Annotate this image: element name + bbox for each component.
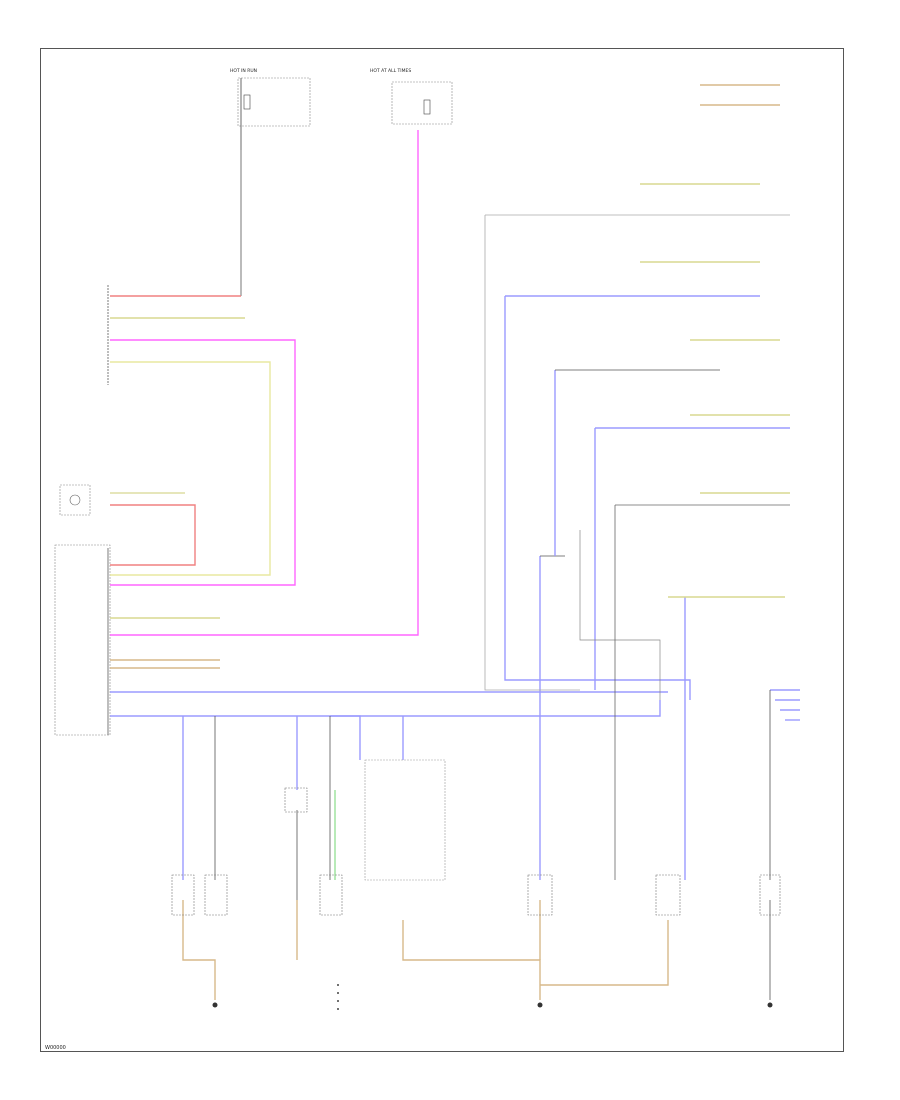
cigarette-lighter [655,874,681,916]
wire-tan-5 [540,920,669,986]
lamp-component-1 [171,874,195,916]
wire-gray-2 [579,530,661,700]
lamp-component-4 [527,874,553,916]
lamp-component-3 [319,874,343,916]
fuse-icon [243,94,251,110]
left-switch-module [54,285,111,736]
control-unit-component [364,759,446,881]
wire-pink-long [110,130,419,636]
ground-icon [212,1002,218,1008]
wire-tan-ground-1 [182,900,216,1000]
fuse-icon [423,99,431,115]
switch-component [284,787,308,813]
fuse-block-right: HOT AT ALL TIMES [370,68,453,125]
ground-icon [767,1002,773,1008]
wire-blue-2 [110,700,661,717]
lamp-component-2 [204,874,228,916]
wire-blue-4 [330,715,361,760]
fuse-block-left: HOT IN RUN [230,68,311,150]
fuse-top-label: HOT AT ALL TIMES [370,68,411,74]
hazard-switch-icon [59,484,91,516]
ground-icon [537,1002,543,1008]
wire-gray-1 [484,215,580,691]
lamp-component-5 [759,874,781,916]
fuse-top-label: HOT IN RUN [230,68,257,74]
diagram-id: W00000 [45,1045,66,1051]
diagram-border [40,48,844,1052]
wire-tan-ground-2 [402,920,541,1000]
control-module-outline [54,544,111,736]
wire-blue-right-4 [504,296,691,700]
wire-yellow [110,361,271,576]
legend [337,984,339,1010]
wire-red-black [110,504,196,566]
wire-pink [110,339,296,586]
